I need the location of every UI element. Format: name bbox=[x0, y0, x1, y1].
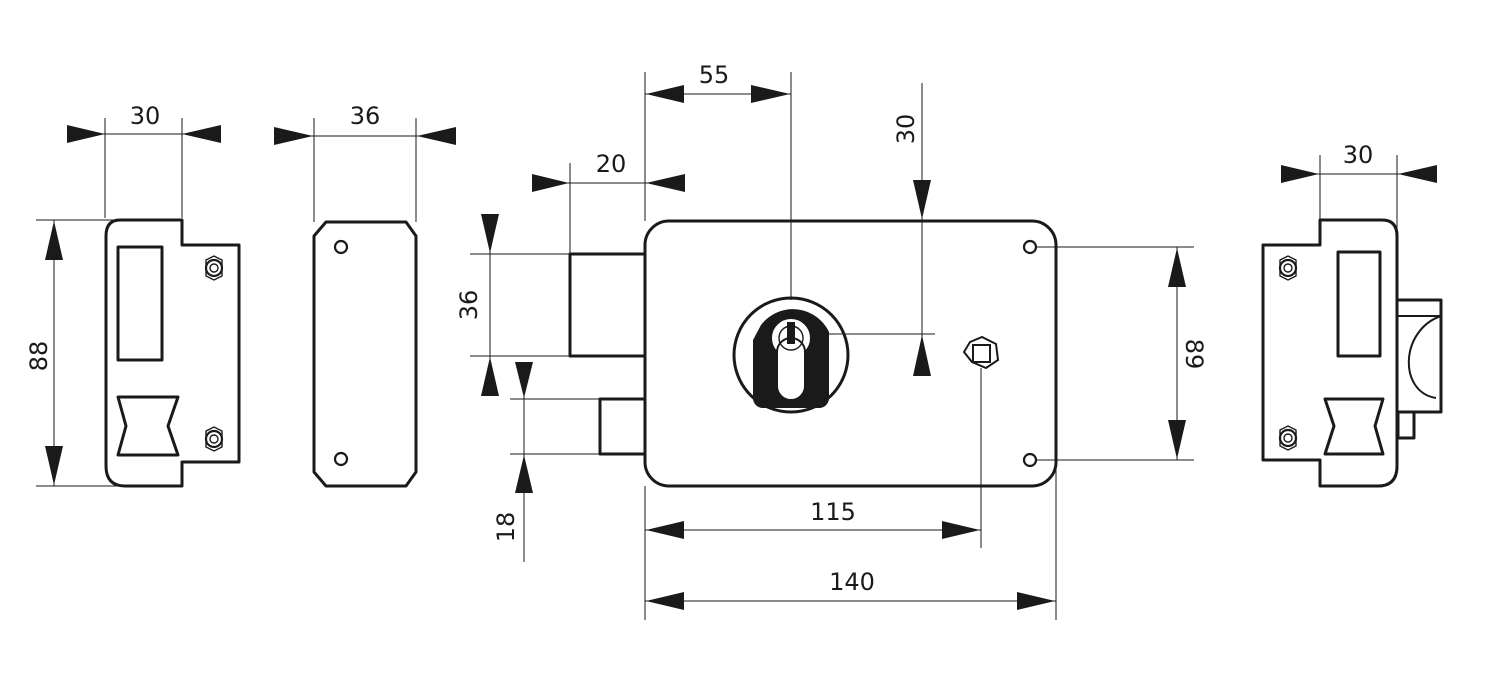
latch-bolt bbox=[598, 397, 648, 456]
lock-body-view: 55 20 30 36 18 115 bbox=[455, 61, 1208, 620]
dimension-label: 36 bbox=[455, 290, 483, 321]
screw-icon bbox=[1278, 425, 1298, 451]
latch-opening bbox=[116, 395, 180, 457]
dimension-label: 115 bbox=[810, 498, 856, 526]
bolt-opening bbox=[116, 245, 164, 362]
screw-icon bbox=[204, 255, 224, 281]
side-view: 30 bbox=[1261, 141, 1443, 488]
strike-plate-view: 30 88 bbox=[25, 102, 241, 488]
dimension-label: 20 bbox=[596, 150, 627, 178]
dead-bolt bbox=[568, 252, 648, 358]
cover-plate-view: 36 bbox=[274, 102, 456, 488]
screw-hole bbox=[1022, 239, 1038, 255]
dimension-label: 18 bbox=[492, 512, 520, 543]
dimension-label: 89 bbox=[1180, 339, 1208, 370]
cylinder-icon bbox=[732, 296, 850, 414]
dimension-label: 30 bbox=[1343, 141, 1374, 169]
dimension-label: 30 bbox=[130, 102, 161, 130]
cover-plate-outline bbox=[312, 220, 418, 488]
lock-case bbox=[643, 219, 1058, 488]
dimension-label: 36 bbox=[350, 102, 381, 130]
dimension-label: 30 bbox=[892, 114, 920, 145]
screw-hole bbox=[333, 239, 349, 255]
screw-hole bbox=[1022, 452, 1038, 468]
dimension-label: 88 bbox=[25, 341, 53, 372]
follower-stub bbox=[1396, 410, 1416, 440]
latch-opening bbox=[1323, 397, 1385, 456]
dimension-label: 140 bbox=[829, 568, 875, 596]
screw-hole bbox=[333, 451, 349, 467]
dimension-label: 55 bbox=[699, 61, 730, 89]
spindle-icon bbox=[962, 335, 1000, 370]
bolt-opening bbox=[1336, 250, 1382, 358]
screw-icon bbox=[1278, 255, 1298, 281]
screw-icon bbox=[204, 426, 224, 452]
